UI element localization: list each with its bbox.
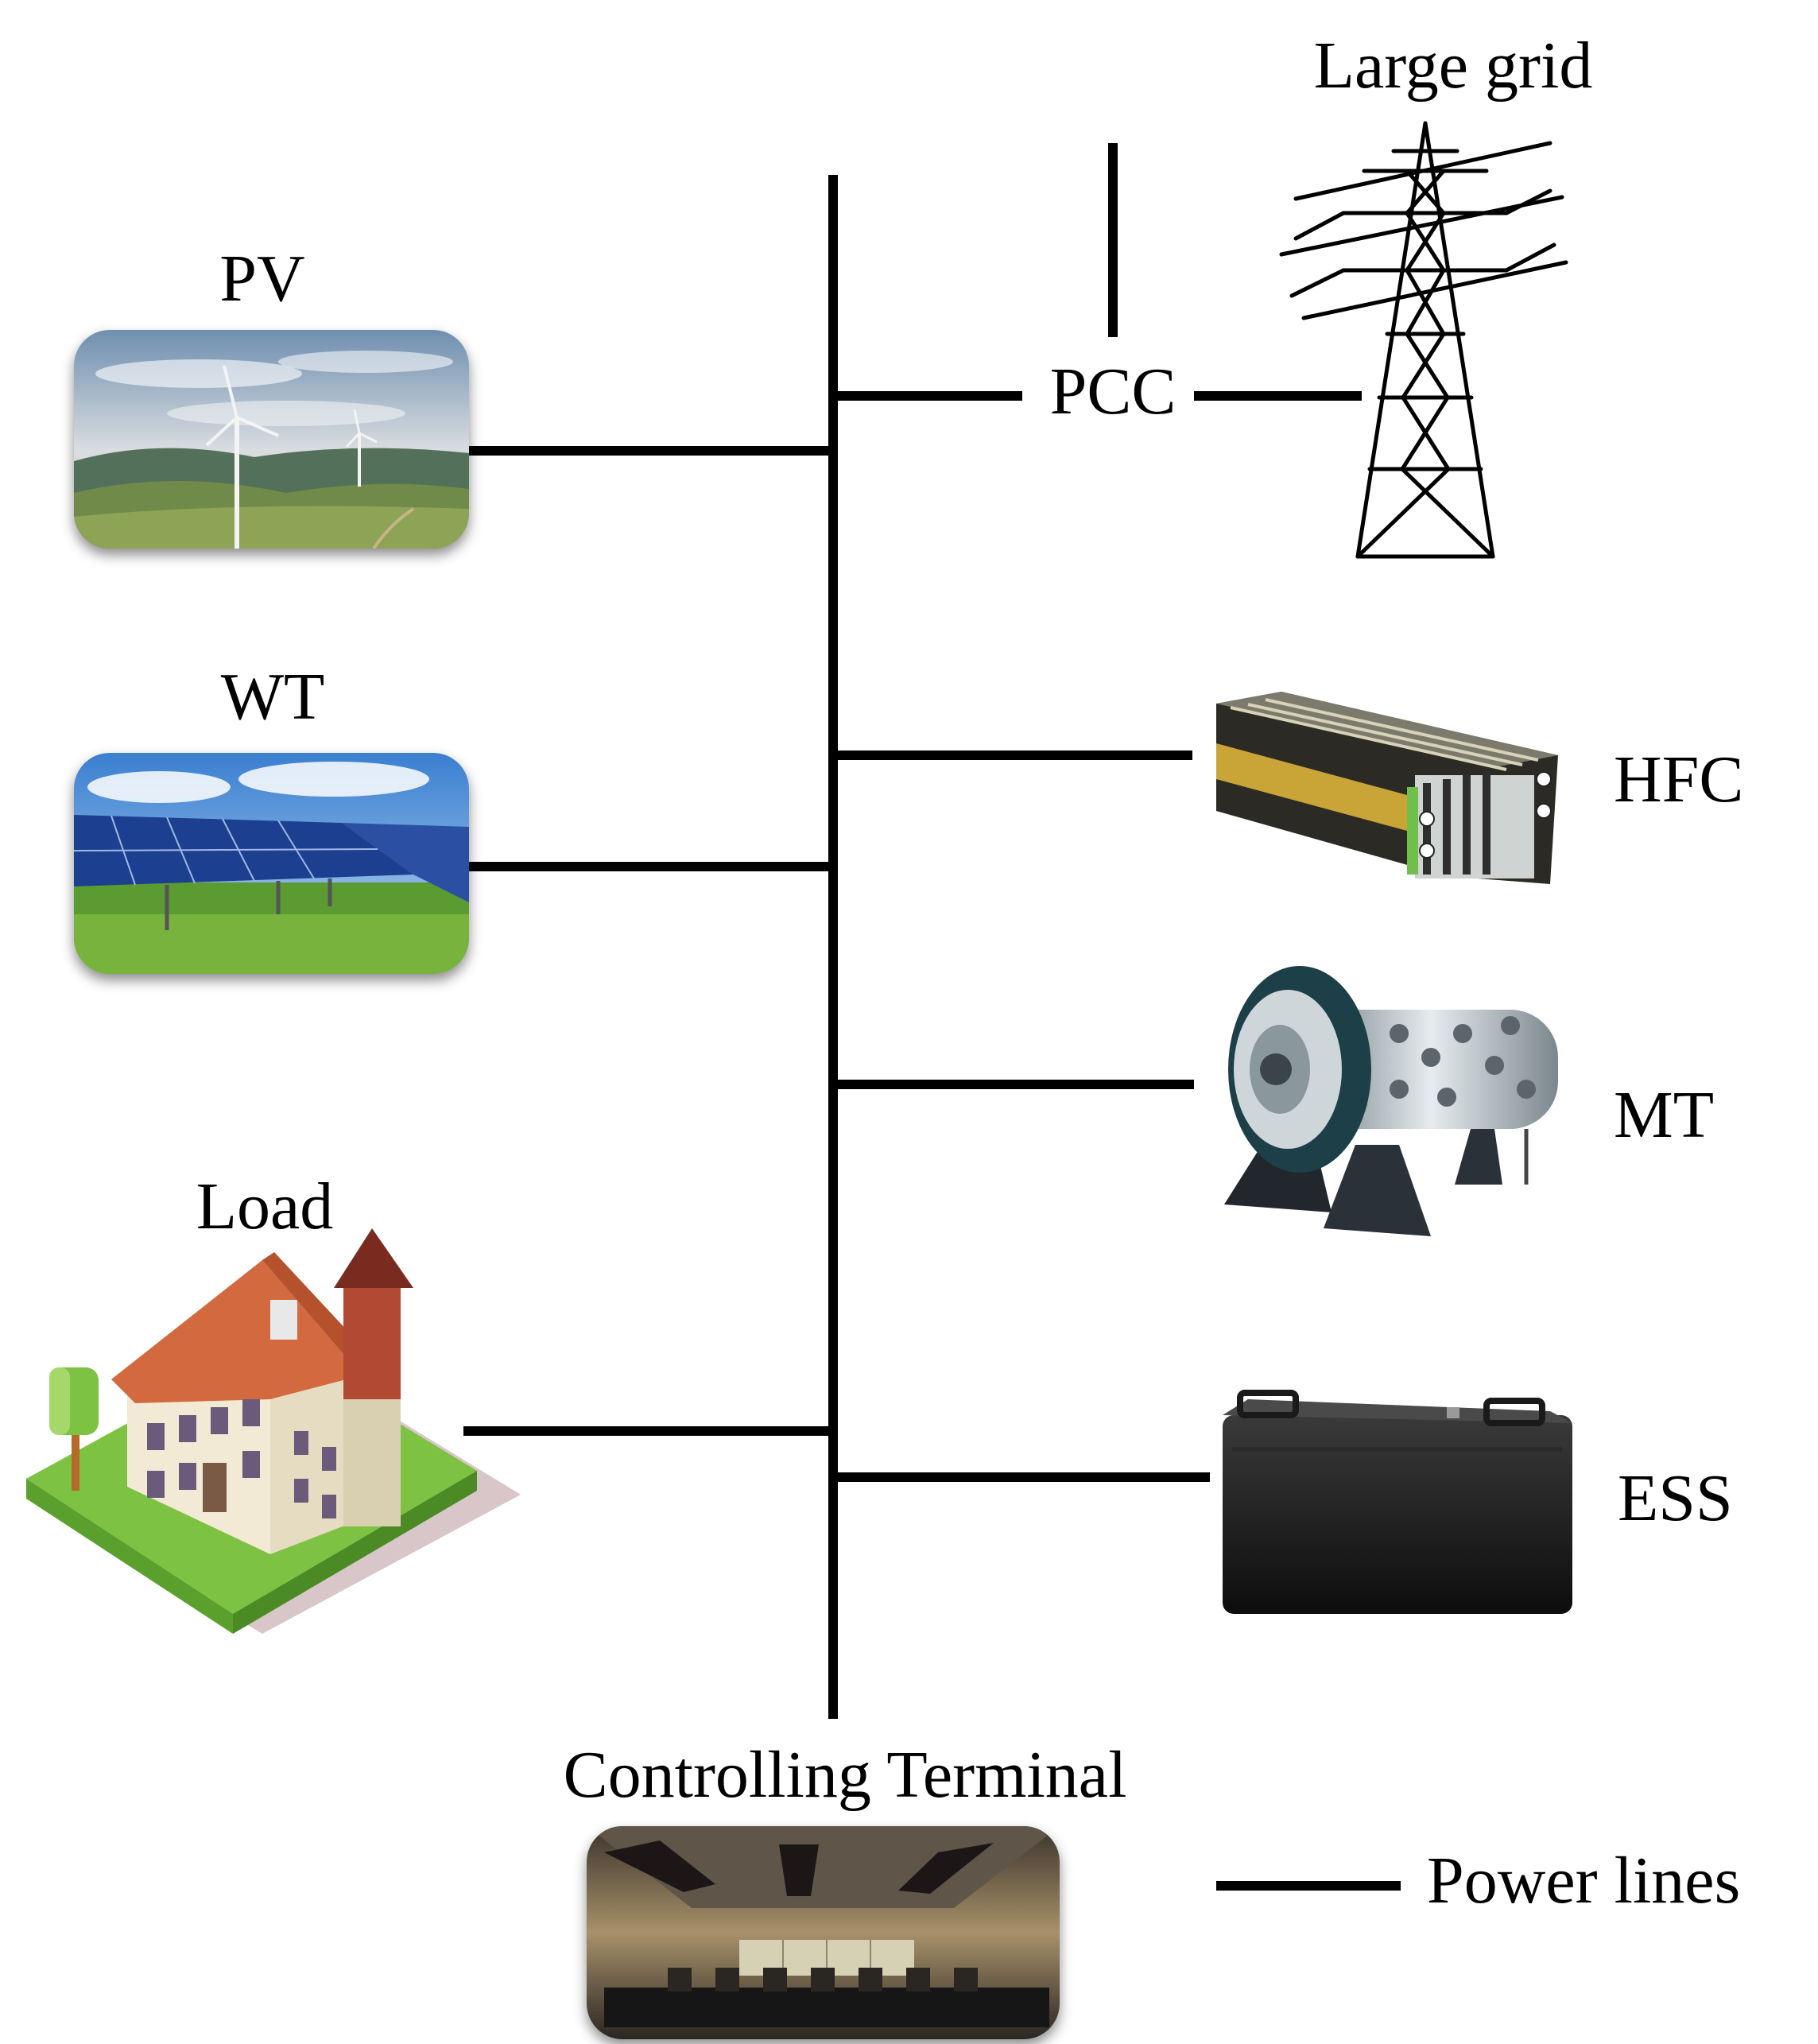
large-grid-tower-icon: [1279, 121, 1568, 559]
load-house-image: [26, 1228, 521, 1634]
large-grid-label: Large grid: [1314, 29, 1593, 103]
ess-battery-image: [1223, 1390, 1572, 1614]
legend: Power lines: [1216, 1844, 1740, 1918]
pv-image: [74, 330, 469, 549]
controlling-terminal-label: Controlling Terminal: [564, 1738, 1127, 1812]
legend-power-lines-label: Power lines: [1427, 1844, 1740, 1918]
mt-label: MT: [1614, 1078, 1714, 1152]
controlling-terminal-image: [587, 1826, 1060, 2039]
hfc-image: [1216, 692, 1558, 884]
power-lines: [463, 143, 1362, 1719]
hfc-label: HFC: [1614, 743, 1743, 816]
pcc-label: PCC: [1050, 355, 1176, 429]
pv-label: PV: [219, 242, 304, 316]
load-label: Load: [196, 1169, 334, 1243]
ess-label: ESS: [1618, 1461, 1733, 1535]
wt-image: [74, 753, 469, 974]
wt-label: WT: [221, 660, 325, 734]
mt-image: [1224, 966, 1558, 1236]
